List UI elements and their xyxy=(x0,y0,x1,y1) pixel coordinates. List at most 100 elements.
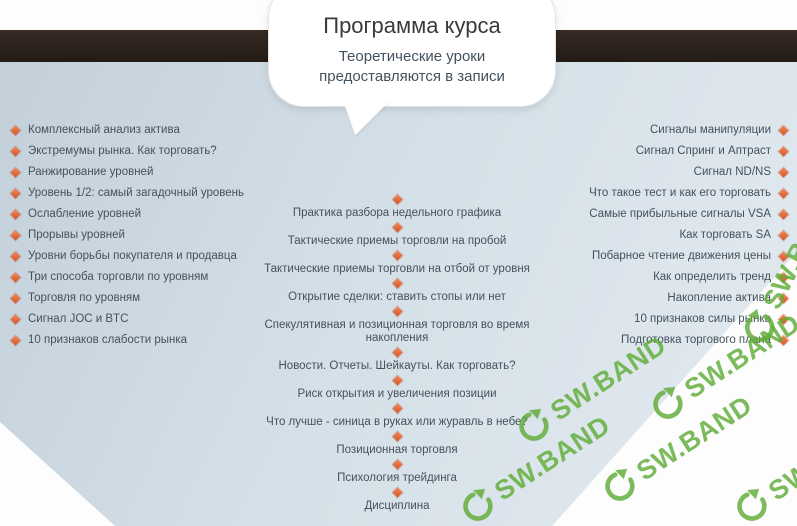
topic-label: Накопление актива xyxy=(667,292,771,304)
topic-item: Что такое тест и как его торговать xyxy=(589,187,789,200)
diamond-bullet-icon xyxy=(778,209,789,220)
topic-item: Новости. Отчеты. Шейкауты. Как торговать… xyxy=(247,347,547,373)
topic-item: Как торговать SA xyxy=(589,229,789,242)
diamond-bullet-icon xyxy=(392,403,402,414)
topic-label: Как торговать SA xyxy=(679,229,771,241)
diamond-bullet-icon xyxy=(10,188,21,199)
diamond-bullet-icon xyxy=(392,375,402,386)
diamond-bullet-icon xyxy=(10,167,21,178)
topic-label: Уровни борьбы покупателя и продавца xyxy=(28,250,237,262)
topic-item: Практика разбора недельного графика xyxy=(247,194,547,220)
topic-label: Как определить тренд xyxy=(653,271,771,283)
topic-label: Риск открытия и увеличения позиции xyxy=(297,388,497,400)
topic-label: Побарное чтение движения цены xyxy=(591,250,771,262)
topic-item: Тактические приемы торговли на отбой от … xyxy=(247,250,547,276)
topic-item: Сигнал JOC и BTC xyxy=(10,313,244,326)
topic-item: Сигнал ND/NS xyxy=(589,166,789,179)
topic-item: Подготовка торгового плана xyxy=(589,334,789,347)
topic-item: Открытие сделки: ставить стопы или нет xyxy=(247,278,547,304)
topic-label: Открытие сделки: ставить стопы или нет xyxy=(288,291,506,303)
diamond-bullet-icon xyxy=(10,125,21,136)
topic-label: Уровень 1/2: самый загадочный уровень xyxy=(28,187,245,199)
diamond-bullet-icon xyxy=(778,251,789,262)
diamond-bullet-icon xyxy=(778,293,789,304)
topic-item: Сигналы манипуляции xyxy=(589,124,789,137)
topic-label: Тактические приемы торговли на отбой от … xyxy=(264,263,530,275)
topic-item: Дисциплина xyxy=(247,487,547,513)
topics-right-column: Сигналы манипуляции Сигнал Спринг и Аптр… xyxy=(589,124,789,355)
topic-label: Что лучше - синица в руках или журавль в… xyxy=(266,416,528,428)
topic-label: Подготовка торгового плана xyxy=(621,334,771,346)
topic-label: Психология трейдинга xyxy=(337,472,457,484)
diamond-bullet-icon xyxy=(778,188,789,199)
topic-item: Накопление актива xyxy=(589,292,789,305)
diamond-bullet-icon xyxy=(392,222,402,233)
diamond-bullet-icon xyxy=(392,347,402,358)
topic-label: Комплексный анализ актива xyxy=(28,124,180,136)
topic-label: Самые прибыльные сигналы VSA xyxy=(589,208,771,220)
topic-label: Практика разбора недельного графика xyxy=(292,207,502,219)
diamond-bullet-icon xyxy=(10,251,21,262)
watermark: SW.BAND xyxy=(729,408,797,526)
diamond-bullet-icon xyxy=(10,314,21,325)
topic-label: Позиционная торговля xyxy=(336,444,458,456)
topic-item: Экстремумы рынка. Как торговать? xyxy=(10,145,244,158)
topic-label: 10 признаков слабости рынка xyxy=(28,334,188,346)
topic-label: Торговля по уровням xyxy=(28,292,141,304)
topic-label: Три способа торговли по уровням xyxy=(28,271,209,283)
topic-item: Уровни борьбы покупателя и продавца xyxy=(10,250,244,263)
topic-item: Побарное чтение движения цены xyxy=(589,250,789,263)
topic-label: Прорывы уровней xyxy=(28,229,125,241)
topic-label: Спекулятивная и позиционная торговля во … xyxy=(264,319,530,344)
diamond-bullet-icon xyxy=(392,487,402,498)
topic-label: Ослабление уровней xyxy=(28,208,142,220)
topic-item: Сигнал Спринг и Аптраст xyxy=(589,145,789,158)
topic-item: Психология трейдинга xyxy=(247,459,547,485)
topic-item: Ослабление уровней xyxy=(10,208,244,221)
topic-item: Как определить тренд xyxy=(589,271,789,284)
topic-item: 10 признаков силы рынка xyxy=(589,313,789,326)
topic-item: Прорывы уровней xyxy=(10,229,244,242)
topic-item: Уровень 1/2: самый загадочный уровень xyxy=(10,187,245,200)
topic-label: Дисциплина xyxy=(364,500,430,512)
topic-label: Сигналы манипуляции xyxy=(649,124,771,136)
diamond-bullet-icon xyxy=(778,125,789,136)
topic-label: Ранжирование уровней xyxy=(28,166,154,178)
topics-middle-column: Практика разбора недельного графика Такт… xyxy=(247,194,547,517)
topic-item: Спекулятивная и позиционная торговля во … xyxy=(247,306,547,345)
diamond-bullet-icon xyxy=(10,272,21,283)
diamond-bullet-icon xyxy=(778,272,789,283)
swband-logo-icon xyxy=(737,488,767,521)
diamond-bullet-icon xyxy=(778,314,789,325)
diamond-bullet-icon xyxy=(392,194,402,205)
topic-item: Что лучше - синица в руках или журавль в… xyxy=(247,403,547,429)
diamond-bullet-icon xyxy=(392,306,402,317)
topic-item: Торговля по уровням xyxy=(10,292,244,305)
topic-label: Что такое тест и как его торговать xyxy=(589,187,771,199)
diamond-bullet-icon xyxy=(778,146,789,157)
diamond-bullet-icon xyxy=(392,278,402,289)
diamond-bullet-icon xyxy=(392,459,402,470)
diamond-bullet-icon xyxy=(392,431,402,442)
diamond-bullet-icon xyxy=(10,209,21,220)
speech-bubble-tail-icon xyxy=(345,99,395,136)
diamond-bullet-icon xyxy=(778,167,789,178)
topic-item: Комплексный анализ актива xyxy=(10,124,244,137)
page-title: Программа курса xyxy=(323,13,501,38)
topic-label: Экстремумы рынка. Как торговать? xyxy=(28,145,217,157)
topic-item: Самые прибыльные сигналы VSA xyxy=(589,208,789,221)
topic-item: Ранжирование уровней xyxy=(10,166,244,179)
diamond-bullet-icon xyxy=(10,335,21,346)
topic-label: Сигнал JOC и BTC xyxy=(28,313,129,325)
topic-label: Сигнал ND/NS xyxy=(693,166,771,178)
topic-label: 10 признаков силы рынка xyxy=(634,313,771,325)
diamond-bullet-icon xyxy=(778,335,789,346)
watermark-text: SW.BAND xyxy=(762,409,797,506)
topics-left-column: Комплексный анализ актива Экстремумы рын… xyxy=(10,124,245,355)
topic-item: Три способа торговли по уровням xyxy=(10,271,244,284)
speech-bubble: Программа курса Теоретические уроки пред… xyxy=(268,0,556,136)
topic-label: Тактические приемы торговли на пробой xyxy=(287,235,507,247)
topic-item: 10 признаков слабости рынка xyxy=(10,334,244,347)
diamond-bullet-icon xyxy=(778,230,789,241)
